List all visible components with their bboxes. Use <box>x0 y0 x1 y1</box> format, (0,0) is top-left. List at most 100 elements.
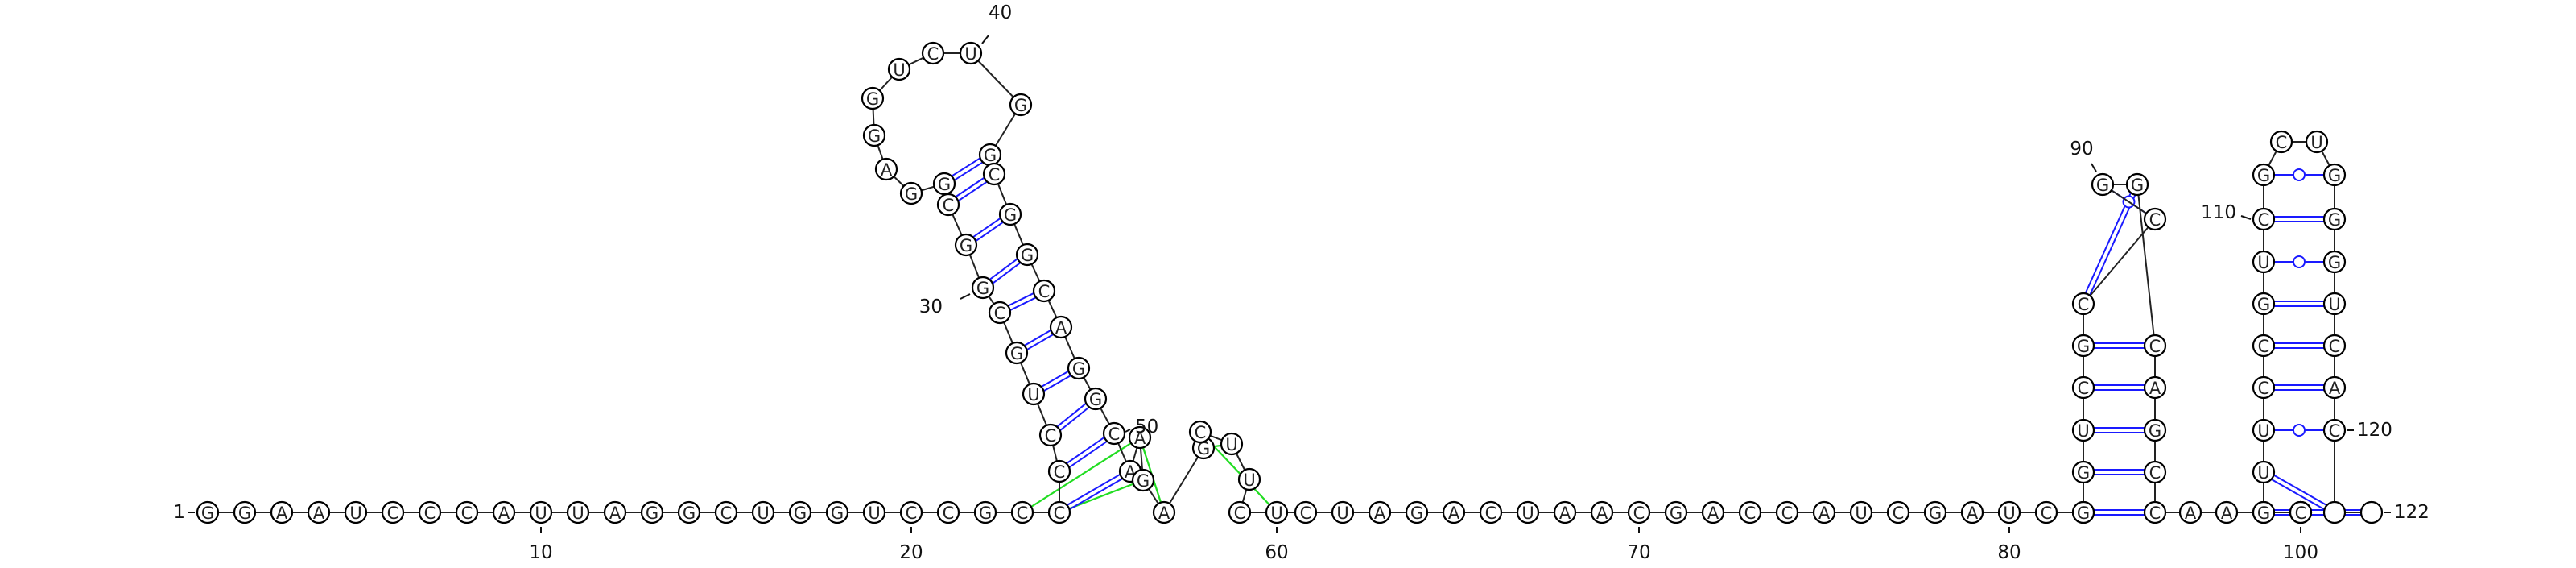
backbone-link <box>2136 184 2156 346</box>
nucleotide-circle <box>2143 418 2167 442</box>
position-label: 122 <box>2394 502 2429 523</box>
nucleotide: G <box>1067 356 1091 380</box>
nucleotide: U <box>751 500 775 524</box>
nucleotide: G <box>1015 243 1039 267</box>
nucleotide: C <box>2289 500 2313 524</box>
nucleotide: G <box>2252 500 2276 524</box>
nucleotide-circle <box>640 500 664 524</box>
nucleotide: C <box>1738 500 1762 524</box>
nucleotide-circle <box>2322 250 2347 274</box>
nucleotide: C <box>1886 500 1910 524</box>
nucleotide-letter: C <box>989 165 1001 184</box>
nucleotide-circle <box>936 500 960 524</box>
nucleotide-letter: C <box>2258 379 2270 398</box>
nucleotide-letter: G <box>2257 295 2270 314</box>
nucleotide: C <box>455 500 479 524</box>
nucleotide: G <box>2252 292 2276 316</box>
nucleotide: U <box>2305 130 2329 154</box>
nucleotide-letter: C <box>1017 504 1029 523</box>
nucleotide-letter: U <box>2257 421 2269 441</box>
nucleotide-letter: U <box>349 504 361 523</box>
base-pair-layer <box>942 151 2372 516</box>
nucleotide-circle <box>1228 500 1252 524</box>
nucleotide-circle <box>1022 382 1046 406</box>
position-tick <box>1125 429 1131 433</box>
nucleotide: U <box>1237 467 1261 491</box>
nucleotide-letter: A <box>1967 504 1979 523</box>
nucleotide-circle <box>1294 500 1318 524</box>
nucleotide-circle <box>899 500 923 524</box>
nucleotide-circle <box>677 500 701 524</box>
nucleotide-letter: C <box>461 504 473 523</box>
nucleotide-circle <box>1188 420 1212 444</box>
nucleotide-letter: G <box>2096 176 2109 195</box>
nucleotide-circle <box>2322 418 2347 442</box>
nucleotide: A <box>1701 500 1725 524</box>
nucleotide: C <box>936 500 960 524</box>
nucleotide-letter: U <box>2328 295 2340 314</box>
nucleotide-circle <box>2252 250 2276 274</box>
nucleotide-circle <box>2252 500 2276 524</box>
nucleotide: C <box>418 500 442 524</box>
nucleotide: C <box>1775 500 1799 524</box>
nucleotide-letter: C <box>2078 295 2090 314</box>
nucleotide-letter: U <box>572 504 584 523</box>
nucleotide: G <box>2322 207 2347 231</box>
nucleotide: G <box>861 86 885 110</box>
nucleotide-circle <box>2071 500 2095 524</box>
nucleotide-letter: A <box>881 160 893 180</box>
nucleotide-circle <box>2143 500 2167 524</box>
nucleotide-letter: G <box>984 146 997 165</box>
nucleotide-circle <box>1032 279 1056 303</box>
nucleotide-letter: C <box>2258 210 2270 230</box>
nucleotide: A <box>1812 500 1836 524</box>
nucleotide: C <box>1038 423 1063 447</box>
nucleotide-letter: G <box>905 184 918 204</box>
nucleotide-letter: G <box>1004 205 1017 225</box>
nucleotide: U <box>862 500 886 524</box>
nucleotide-circle <box>455 500 479 524</box>
nucleotide-circle <box>887 57 911 81</box>
nucleotide-circle <box>988 301 1012 325</box>
nucleotide-letter: U <box>1270 504 1282 523</box>
nucleotide: C <box>2252 334 2276 358</box>
nucleotide-circle <box>1442 500 1466 524</box>
nucleotide: U <box>1516 500 1540 524</box>
nucleotide: G <box>233 500 257 524</box>
nucleotide-circle <box>825 500 849 524</box>
nucleotide: U <box>344 500 368 524</box>
nucleotide-circle <box>529 500 553 524</box>
nucleotide: G <box>2252 163 2276 187</box>
nucleotide-circle <box>2125 172 2149 197</box>
nucleotide-circle <box>2252 418 2276 442</box>
nucleotide-letter: U <box>2310 133 2322 152</box>
nucleotide-circle <box>2071 292 2095 316</box>
nucleotide-circle <box>1084 387 1108 411</box>
nucleotide-circle <box>2252 334 2276 358</box>
nucleotide-letter: A <box>1559 504 1571 523</box>
backbone-layer <box>208 52 2372 513</box>
nucleotide-letter: A <box>1055 318 1067 338</box>
nucleotide-letter: G <box>1072 359 1085 379</box>
nucleotide-letter: G <box>1089 390 1102 409</box>
nucleotide-circle <box>2143 207 2167 231</box>
nucleotide-letter: U <box>757 504 769 523</box>
nucleotide: G <box>1009 93 1033 117</box>
nucleotide: A <box>2178 500 2202 524</box>
nucleotide-letter: G <box>1929 504 1942 523</box>
position-label: 120 <box>2357 420 2392 441</box>
wobble-pair-marker <box>2293 424 2306 437</box>
nucleotide: C <box>2143 500 2167 524</box>
nucleotide-letter: C <box>943 196 955 215</box>
nucleotide-circle <box>1553 500 1577 524</box>
nucleotide: C <box>2252 207 2276 231</box>
nucleotide: A <box>2215 500 2239 524</box>
nucleotide: G <box>971 276 995 300</box>
nucleotide: C <box>2322 418 2347 442</box>
nucleotide-letter: G <box>2077 504 2090 523</box>
nucleotide: G <box>640 500 664 524</box>
nucleotide: C <box>2143 334 2167 358</box>
nucleotide-letter: U <box>1855 504 1867 523</box>
nucleotide-letter: C <box>2329 337 2341 356</box>
nucleotide-letter: C <box>2078 379 2090 398</box>
